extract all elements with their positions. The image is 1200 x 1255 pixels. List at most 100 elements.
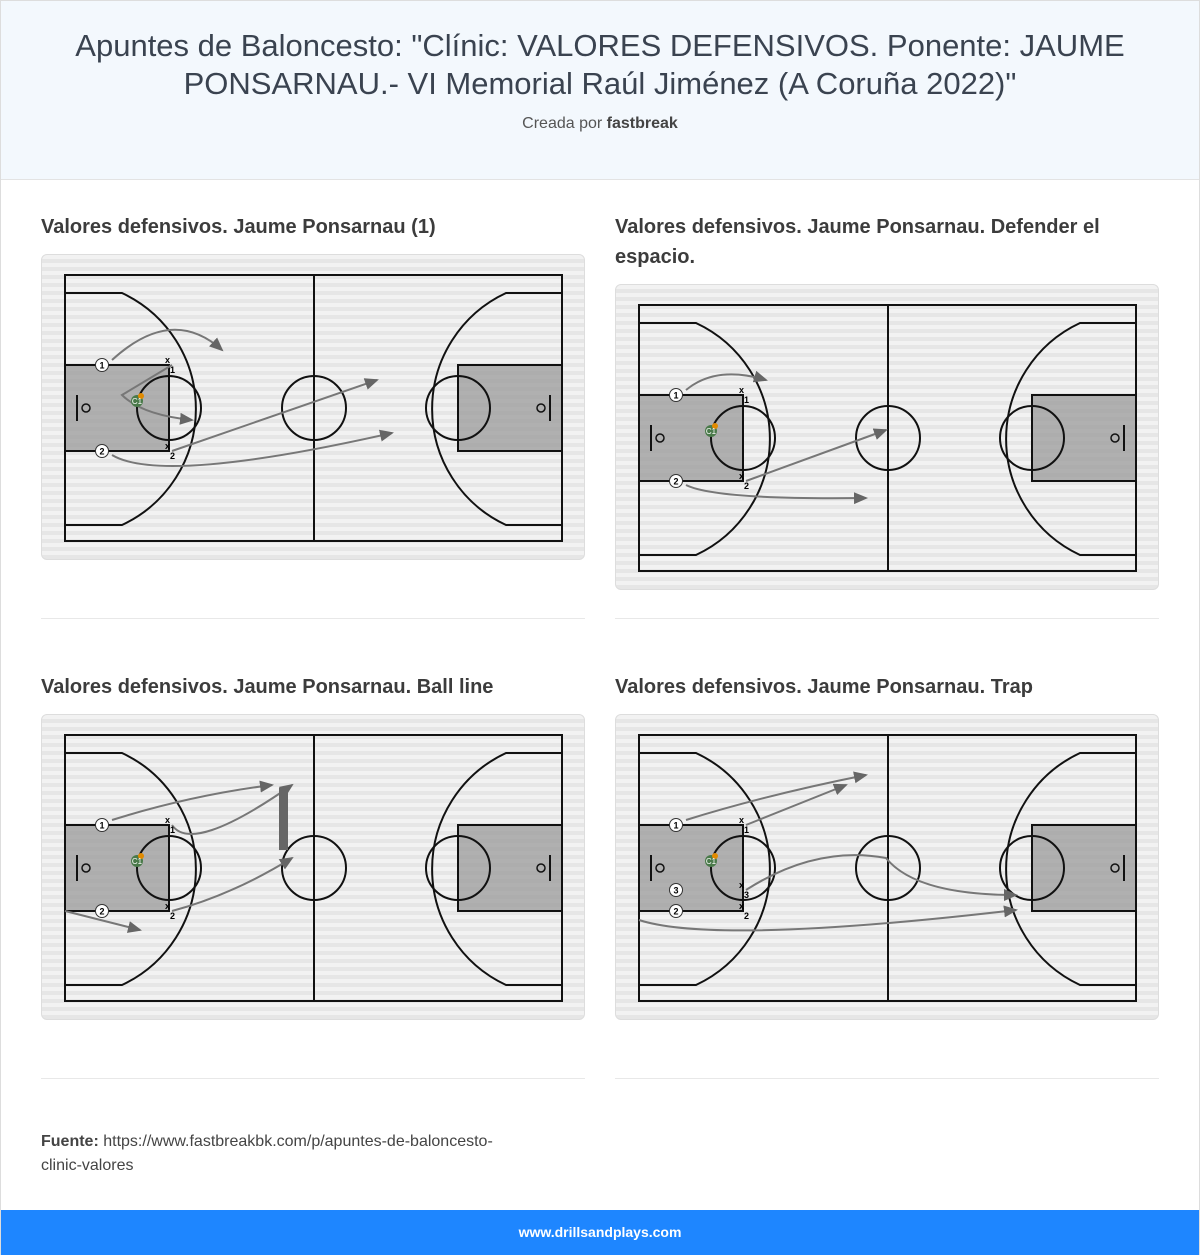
defense-player: x1 bbox=[739, 815, 749, 835]
ball bbox=[712, 423, 718, 429]
movement-arrow bbox=[685, 771, 868, 821]
left-ft-circle bbox=[136, 835, 202, 901]
svg-text:2: 2 bbox=[170, 911, 175, 921]
movement-arrow bbox=[111, 780, 274, 821]
ball bbox=[138, 393, 144, 399]
page-title: Apuntes de Baloncesto: "Clínic: VALORES … bbox=[75, 28, 1125, 101]
coach-marker: C1 bbox=[131, 393, 144, 407]
left-basket bbox=[655, 433, 665, 443]
movement-arrow bbox=[638, 905, 1018, 932]
left-three-point-line bbox=[639, 752, 771, 986]
svg-text:1: 1 bbox=[99, 821, 104, 831]
svg-text:C1: C1 bbox=[706, 857, 717, 866]
ball-line-marker bbox=[279, 788, 288, 850]
right-three-point-line bbox=[1005, 322, 1136, 556]
right-ft-circle bbox=[999, 835, 1065, 901]
left-three-point-line bbox=[65, 752, 197, 986]
diagram-title[interactable]: Valores defensivos. Jaume Ponsarnau. Bal… bbox=[41, 676, 494, 698]
movement-arrow bbox=[111, 328, 224, 361]
right-three-point-line bbox=[1005, 752, 1136, 986]
center-circle bbox=[855, 835, 921, 901]
right-basket bbox=[536, 863, 546, 873]
svg-text:1: 1 bbox=[99, 361, 104, 371]
defense-player: x2 bbox=[165, 441, 175, 461]
offense-player: 2 bbox=[95, 444, 109, 458]
defense-player: x2 bbox=[165, 901, 175, 921]
right-key bbox=[1031, 824, 1137, 912]
movement-arrow bbox=[120, 364, 194, 425]
coach-marker: C1 bbox=[705, 423, 718, 437]
offense-player: 1 bbox=[95, 358, 109, 372]
center-circle bbox=[855, 405, 921, 471]
diagram-title[interactable]: Valores defensivos. Jaume Ponsarnau (1) bbox=[41, 216, 436, 238]
right-key bbox=[1031, 394, 1137, 482]
left-three-point-line bbox=[65, 292, 197, 526]
svg-text:3: 3 bbox=[673, 886, 678, 896]
svg-text:x: x bbox=[739, 471, 744, 481]
right-ft-circle bbox=[425, 375, 491, 441]
svg-text:1: 1 bbox=[673, 821, 678, 831]
divider bbox=[41, 618, 585, 619]
right-ft-circle bbox=[999, 405, 1065, 471]
defense-player: x2 bbox=[739, 901, 749, 921]
svg-text:1: 1 bbox=[744, 825, 749, 835]
movement-arrow bbox=[171, 378, 379, 452]
left-key bbox=[638, 824, 744, 912]
created-by-label: Creada por bbox=[522, 115, 603, 132]
svg-text:2: 2 bbox=[744, 481, 749, 491]
right-three-point-line bbox=[431, 752, 562, 986]
source-link[interactable]: https://www.fastbreakbk.com/p/apuntes-de… bbox=[41, 1133, 493, 1174]
svg-text:2: 2 bbox=[744, 911, 749, 921]
svg-text:C1: C1 bbox=[132, 857, 143, 866]
left-key bbox=[64, 364, 170, 452]
divider bbox=[41, 1078, 585, 1079]
movement-arrow bbox=[171, 856, 294, 912]
author-link[interactable]: fastbreak bbox=[606, 115, 678, 132]
diagram-title[interactable]: Valores defensivos. Jaume Ponsarnau. Tra… bbox=[615, 676, 1033, 698]
svg-text:2: 2 bbox=[99, 447, 104, 457]
defense-player: x1 bbox=[165, 815, 175, 835]
svg-text:2: 2 bbox=[673, 907, 678, 917]
svg-text:1: 1 bbox=[170, 825, 175, 835]
svg-text:C1: C1 bbox=[706, 427, 717, 436]
footer-site-link[interactable]: www.drillsandplays.com bbox=[518, 1224, 682, 1240]
svg-text:1: 1 bbox=[673, 391, 678, 401]
svg-text:x: x bbox=[165, 441, 170, 451]
svg-text:x: x bbox=[165, 901, 170, 911]
left-basket bbox=[81, 403, 91, 413]
movement-arrow bbox=[745, 854, 1018, 901]
svg-text:2: 2 bbox=[99, 907, 104, 917]
center-circle bbox=[281, 375, 347, 441]
diagram-title[interactable]: Valores defensivos. Jaume Ponsarnau. Def… bbox=[615, 216, 1100, 268]
movement-arrow bbox=[745, 428, 888, 482]
svg-text:1: 1 bbox=[744, 395, 749, 405]
left-ft-circle bbox=[710, 405, 776, 471]
movement-arrow bbox=[685, 370, 768, 391]
right-ft-circle bbox=[425, 835, 491, 901]
svg-text:1: 1 bbox=[170, 365, 175, 375]
footer-bar: www.drillsandplays.com bbox=[1, 1210, 1199, 1255]
author-line: Creada por fastbreak bbox=[1, 115, 1199, 133]
svg-text:x: x bbox=[165, 355, 170, 365]
defense-player: x3 bbox=[739, 880, 749, 900]
left-key bbox=[64, 824, 170, 912]
offense-player: 3 bbox=[669, 883, 683, 897]
offense-player: 1 bbox=[669, 818, 683, 832]
ball bbox=[712, 853, 718, 859]
movement-arrow bbox=[685, 484, 868, 505]
right-key bbox=[457, 824, 563, 912]
source: Fuente: https://www.fastbreakbk.com/p/ap… bbox=[1, 1130, 541, 1178]
svg-text:2: 2 bbox=[673, 477, 678, 487]
svg-text:x: x bbox=[739, 880, 744, 890]
diagram-2: Valores defensivos. Jaume Ponsarnau. Def… bbox=[615, 210, 1159, 670]
offense-player: 2 bbox=[669, 474, 683, 488]
left-ft-circle bbox=[710, 835, 776, 901]
right-basket bbox=[1110, 433, 1120, 443]
svg-text:x: x bbox=[739, 385, 744, 395]
svg-text:x: x bbox=[739, 901, 744, 911]
divider bbox=[615, 1078, 1159, 1079]
